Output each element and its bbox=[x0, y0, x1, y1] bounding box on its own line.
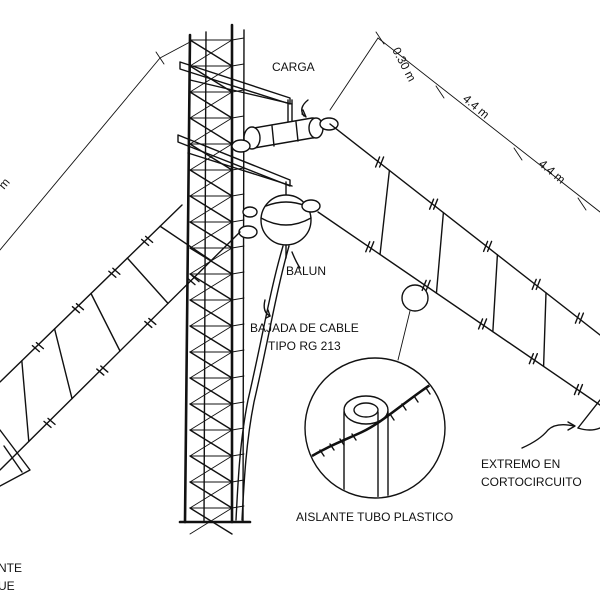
break-mark bbox=[378, 156, 385, 168]
label-aislante: AISLANTE TUBO PLASTICO bbox=[296, 510, 453, 524]
lattice-tower bbox=[178, 23, 252, 535]
tower-brace bbox=[189, 325, 233, 353]
tower-brace bbox=[189, 481, 233, 509]
tower-brace bbox=[189, 299, 233, 327]
tower-rung bbox=[231, 427, 245, 431]
label-bajada-line1: BAJADA DE CABLE bbox=[250, 321, 359, 335]
break-mark bbox=[481, 318, 488, 330]
balun bbox=[238, 194, 321, 269]
break-mark bbox=[187, 277, 196, 286]
tower-rung bbox=[231, 323, 245, 327]
ladder-spreader bbox=[90, 292, 121, 352]
break-mark bbox=[573, 383, 580, 396]
tower-rung bbox=[231, 63, 245, 67]
break-mark bbox=[35, 341, 45, 350]
label-extremo-line2: CORTOCIRCUITO bbox=[481, 475, 582, 489]
break-mark bbox=[482, 240, 489, 253]
break-mark bbox=[535, 278, 541, 291]
tower-brace bbox=[189, 143, 233, 171]
tower-brace bbox=[189, 221, 233, 249]
ladder-spreader bbox=[21, 360, 30, 443]
tower-brace bbox=[189, 117, 233, 145]
break-mark bbox=[47, 417, 56, 426]
break-mark bbox=[574, 312, 581, 324]
tower-brace bbox=[189, 91, 233, 119]
tower-rung bbox=[231, 245, 245, 249]
break-mark bbox=[112, 267, 121, 275]
label-balun: BALUN bbox=[286, 264, 326, 278]
ladder-spreader bbox=[53, 328, 73, 400]
break-mark bbox=[144, 320, 153, 329]
tower-rung bbox=[231, 115, 245, 119]
tower-brace bbox=[189, 195, 233, 223]
break-mark bbox=[140, 238, 150, 247]
dimension-lines bbox=[0, 31, 600, 251]
ladder-spreader bbox=[435, 211, 445, 294]
tower-rung bbox=[231, 453, 245, 457]
tower-rung bbox=[231, 401, 245, 405]
tower-rung bbox=[231, 349, 245, 353]
left-ladder-line bbox=[0, 204, 241, 487]
dimension-left-partial: m bbox=[0, 175, 13, 192]
label-extremo-line1: EXTREMO EN bbox=[481, 457, 560, 471]
ladder-spreader bbox=[126, 257, 169, 305]
tower-brace bbox=[189, 169, 233, 197]
tower-brace bbox=[189, 351, 233, 379]
break-mark bbox=[577, 383, 584, 396]
break-mark bbox=[578, 312, 585, 324]
break-mark bbox=[532, 352, 539, 365]
ladder-spreader bbox=[542, 292, 547, 368]
short-circuit-leader bbox=[521, 421, 576, 449]
break-mark bbox=[421, 279, 427, 292]
ladder-spreader bbox=[379, 169, 391, 256]
ladder-spreader bbox=[492, 254, 499, 333]
break-mark bbox=[374, 156, 381, 168]
label-carga: CARGA bbox=[272, 60, 315, 74]
coax-feedline bbox=[235, 245, 290, 521]
tower-brace bbox=[189, 377, 233, 405]
tower-brace bbox=[189, 429, 233, 457]
label-bajada-line2: TIPO RG 213 bbox=[268, 339, 341, 353]
tower-rung bbox=[231, 297, 245, 301]
tower-rung bbox=[231, 37, 245, 41]
insulator-detail bbox=[304, 284, 446, 499]
dimension-0-30m: 0.30 m bbox=[389, 45, 419, 84]
break-mark bbox=[191, 274, 200, 283]
break-mark bbox=[31, 344, 41, 353]
break-mark bbox=[365, 241, 371, 253]
break-mark bbox=[144, 235, 154, 244]
tower-rung bbox=[231, 219, 245, 223]
ladder-spreader bbox=[159, 225, 212, 262]
dimension-4-4m-b: 4.4 m bbox=[536, 157, 568, 187]
tower-brace bbox=[189, 403, 233, 431]
tower-brace bbox=[189, 455, 233, 483]
tower-rung bbox=[231, 193, 245, 197]
tower-rung bbox=[231, 271, 245, 275]
tower-rung bbox=[231, 375, 245, 379]
tower-brace bbox=[189, 273, 233, 301]
label-left-partial-1: NTE bbox=[0, 561, 22, 575]
break-mark bbox=[428, 198, 435, 210]
break-mark bbox=[148, 317, 157, 326]
break-mark bbox=[477, 318, 484, 330]
break-mark bbox=[100, 365, 109, 373]
break-mark bbox=[96, 368, 105, 376]
break-mark bbox=[71, 305, 81, 314]
break-mark bbox=[528, 352, 535, 365]
label-left-partial-2: UE bbox=[0, 579, 15, 593]
right-ladder-line bbox=[317, 123, 600, 431]
mounting-arms bbox=[177, 61, 293, 201]
load-resistor bbox=[231, 99, 339, 153]
break-mark bbox=[425, 279, 431, 292]
break-mark bbox=[108, 270, 117, 278]
break-mark bbox=[75, 302, 85, 311]
break-mark bbox=[531, 278, 537, 291]
break-mark bbox=[369, 241, 375, 253]
tower-rung bbox=[231, 505, 245, 509]
break-mark bbox=[432, 198, 439, 210]
break-mark bbox=[43, 420, 52, 429]
tower-brace bbox=[189, 39, 233, 67]
break-mark bbox=[486, 240, 493, 253]
